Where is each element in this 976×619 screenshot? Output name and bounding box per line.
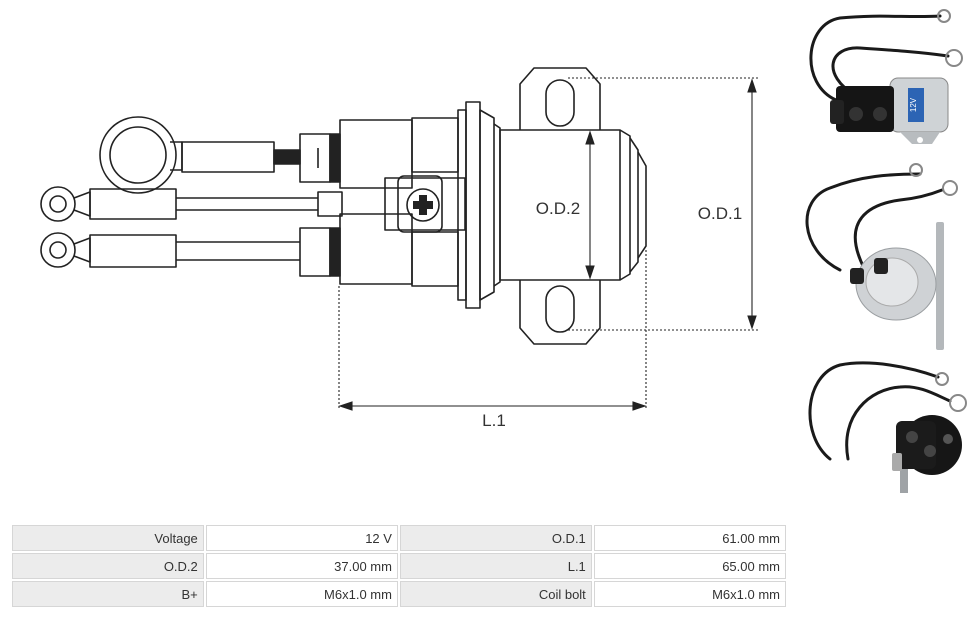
spec-label-od2: O.D.2 [12,553,204,579]
spec-value-voltage: 12 V [205,525,398,551]
table-row: O.D.2 37.00 mm L.1 65.00 mm [12,553,786,579]
spec-value-od1: 61.00 mm [593,525,786,551]
mounting-flange [457,101,501,309]
ring-terminal-top [99,116,301,194]
solenoid-technical-drawing: O.D.2 O.D.1 L.1 [40,67,758,430]
product-photo-side [805,163,958,350]
label-od1: O.D.1 [698,204,742,223]
mounting-ear-bottom [519,280,601,345]
product-photo-front: 12V [809,9,963,144]
dimension-od2 [585,130,595,280]
label-l1: L.1 [482,411,506,430]
terminal-boot-top [299,133,341,183]
eye-terminal-middle [40,186,343,222]
spec-label-l1: L.1 [399,553,592,579]
dimension-od1 [568,77,758,331]
voltage-tag: 12V [909,97,918,112]
solenoid-canister [499,129,647,281]
eye-terminal-bottom [40,227,341,277]
spec-value-coil-bolt: M6x1.0 mm [593,581,786,607]
spec-value-od2: 37.00 mm [205,553,398,579]
spec-label-coil-bolt: Coil bolt [399,581,592,607]
spec-value-b-plus: M6x1.0 mm [205,581,398,607]
table-row: B+ M6x1.0 mm Coil bolt M6x1.0 mm [12,581,786,607]
spec-label-od1: O.D.1 [399,525,592,551]
spec-value-l1: 65.00 mm [593,553,786,579]
spec-table: Voltage 12 V O.D.1 61.00 mm O.D.2 37.00 … [10,523,788,609]
table-row: Voltage 12 V O.D.1 61.00 mm [12,525,786,551]
label-od2: O.D.2 [536,199,580,218]
spec-label-b-plus: B+ [12,581,204,607]
dimension-l1 [338,250,647,411]
spec-label-voltage: Voltage [12,525,204,551]
mounting-ear-top [519,67,601,130]
product-photo-top [808,361,967,493]
solenoid-cap [339,117,466,287]
